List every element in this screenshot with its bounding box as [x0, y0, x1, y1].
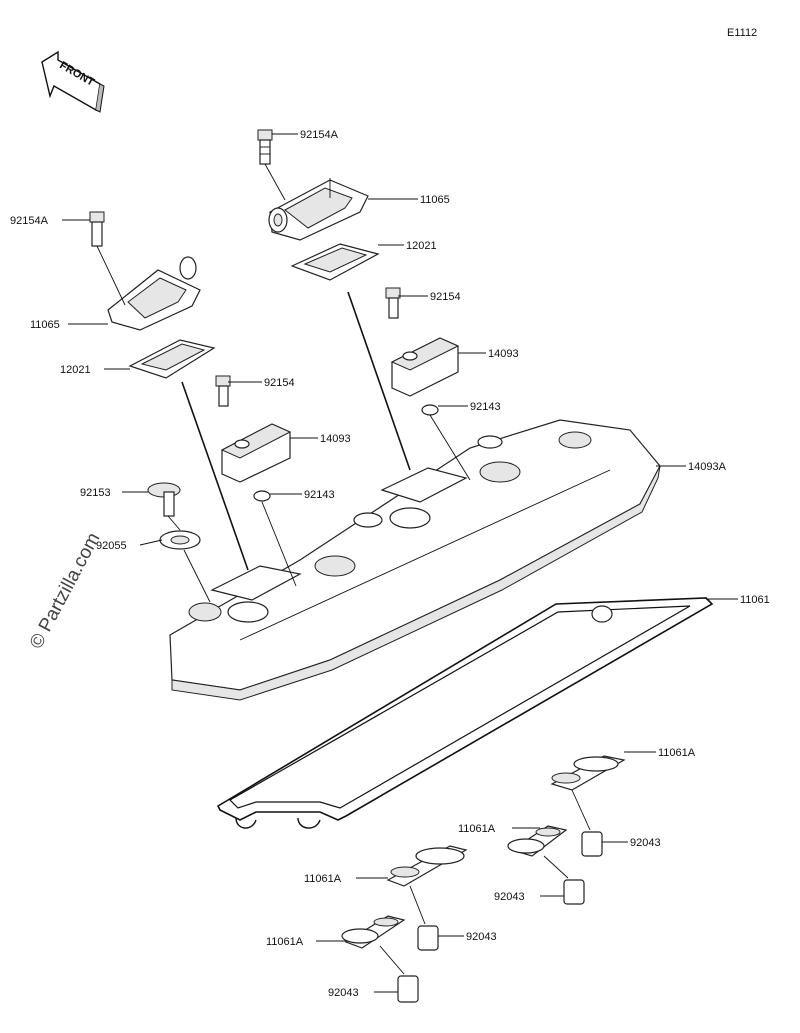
front-arrow-icon: FRONT: [41, 50, 105, 113]
callout-92055: 92055: [96, 540, 127, 552]
callout-11061a-4: 11061A: [266, 936, 304, 948]
bolt-92154-right: [385, 287, 401, 319]
bolt-92154-left: [215, 375, 231, 407]
plug-gasket-4: [341, 915, 406, 949]
washer-92143-right: [421, 404, 439, 416]
callout-11061a-1: 11061A: [658, 747, 696, 759]
bolt-92153: [147, 482, 181, 517]
grommet-block-14093-left: [220, 423, 292, 483]
callout-12021-left: 12021: [60, 364, 91, 376]
grommet-92055: [159, 530, 201, 550]
watermark: © Partzilla.com: [26, 529, 105, 652]
breather-cover-right: [268, 179, 369, 241]
sleeve-92043-4: [397, 975, 419, 1003]
grommet-block-14093-right: [390, 337, 460, 397]
breather-cover-left: [107, 256, 201, 331]
plug-gasket-2: [507, 825, 568, 857]
callout-92143-right: 92143: [470, 401, 501, 413]
callout-92154a-left: 92154A: [10, 215, 49, 227]
callout-92043-2: 92043: [494, 891, 525, 903]
cylinder-head-cover: [169, 419, 661, 701]
head-cover-gasket: [216, 597, 714, 829]
callout-92143-left: 92143: [304, 489, 335, 501]
diagram-code: E1112: [727, 27, 757, 39]
callout-14093-left: 14093: [320, 433, 351, 445]
plate-12021-right: [290, 243, 380, 281]
callout-14093a: 14093A: [688, 461, 727, 473]
callout-12021-right: 12021: [406, 240, 437, 252]
plug-gasket-1: [550, 755, 626, 791]
sleeve-92043-3: [417, 925, 439, 951]
callout-11061a-3: 11061A: [304, 873, 342, 885]
callout-92154-left: 92154: [264, 377, 295, 389]
callout-11061: 11061: [740, 594, 770, 606]
callout-11061a-2: 11061A: [458, 823, 496, 835]
plate-12021-left: [128, 339, 216, 379]
callout-labels: 92154A 11065 92154A 12021 11065 92154 14…: [10, 129, 770, 999]
callout-11065-right: 11065: [420, 194, 450, 206]
leader-lines: [62, 133, 738, 993]
callout-14093-right: 14093: [488, 348, 519, 360]
sleeve-92043-2: [563, 879, 585, 905]
washer-92143-left: [253, 490, 271, 502]
callout-11065-left: 11065: [30, 319, 60, 331]
callout-92043-4: 92043: [328, 987, 359, 999]
bolt-92154a-left: [89, 211, 105, 247]
callout-92043-1: 92043: [630, 837, 661, 849]
callout-92154-right: 92154: [430, 291, 461, 303]
callout-92154a-top: 92154A: [300, 129, 339, 141]
plug-gasket-3: [386, 845, 468, 887]
bolt-92154a-right: [257, 129, 273, 165]
callout-92043-3: 92043: [466, 931, 497, 943]
sleeve-92043-1: [581, 831, 603, 857]
callout-92153: 92153: [80, 487, 111, 499]
